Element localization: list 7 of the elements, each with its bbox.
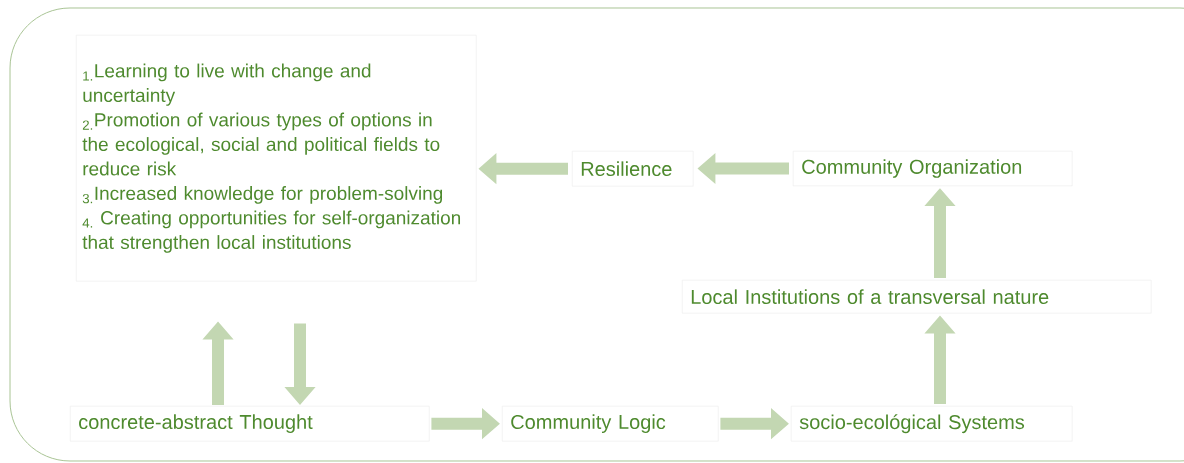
process-box: Community Logic [502, 406, 719, 442]
process-box: concrete-abstract Thought [70, 406, 430, 442]
process-box: socio-ecológical Systems [791, 406, 1073, 442]
process-box: Resilience [572, 151, 694, 187]
process-box: Local Institutions of a transversal nature [682, 280, 1152, 314]
list-box: $_{1.}$Learning to live with change and uncertainty $_{2.}$Promotion of various types of options in the ecological, social and political fields to reduce risk $_{3.}$Increased knowledge for problem-solving $_{4.}$ Creating opportunities for self-organization that strengthen local institutions [76, 35, 477, 282]
process-box: Community Organization [793, 151, 1073, 187]
